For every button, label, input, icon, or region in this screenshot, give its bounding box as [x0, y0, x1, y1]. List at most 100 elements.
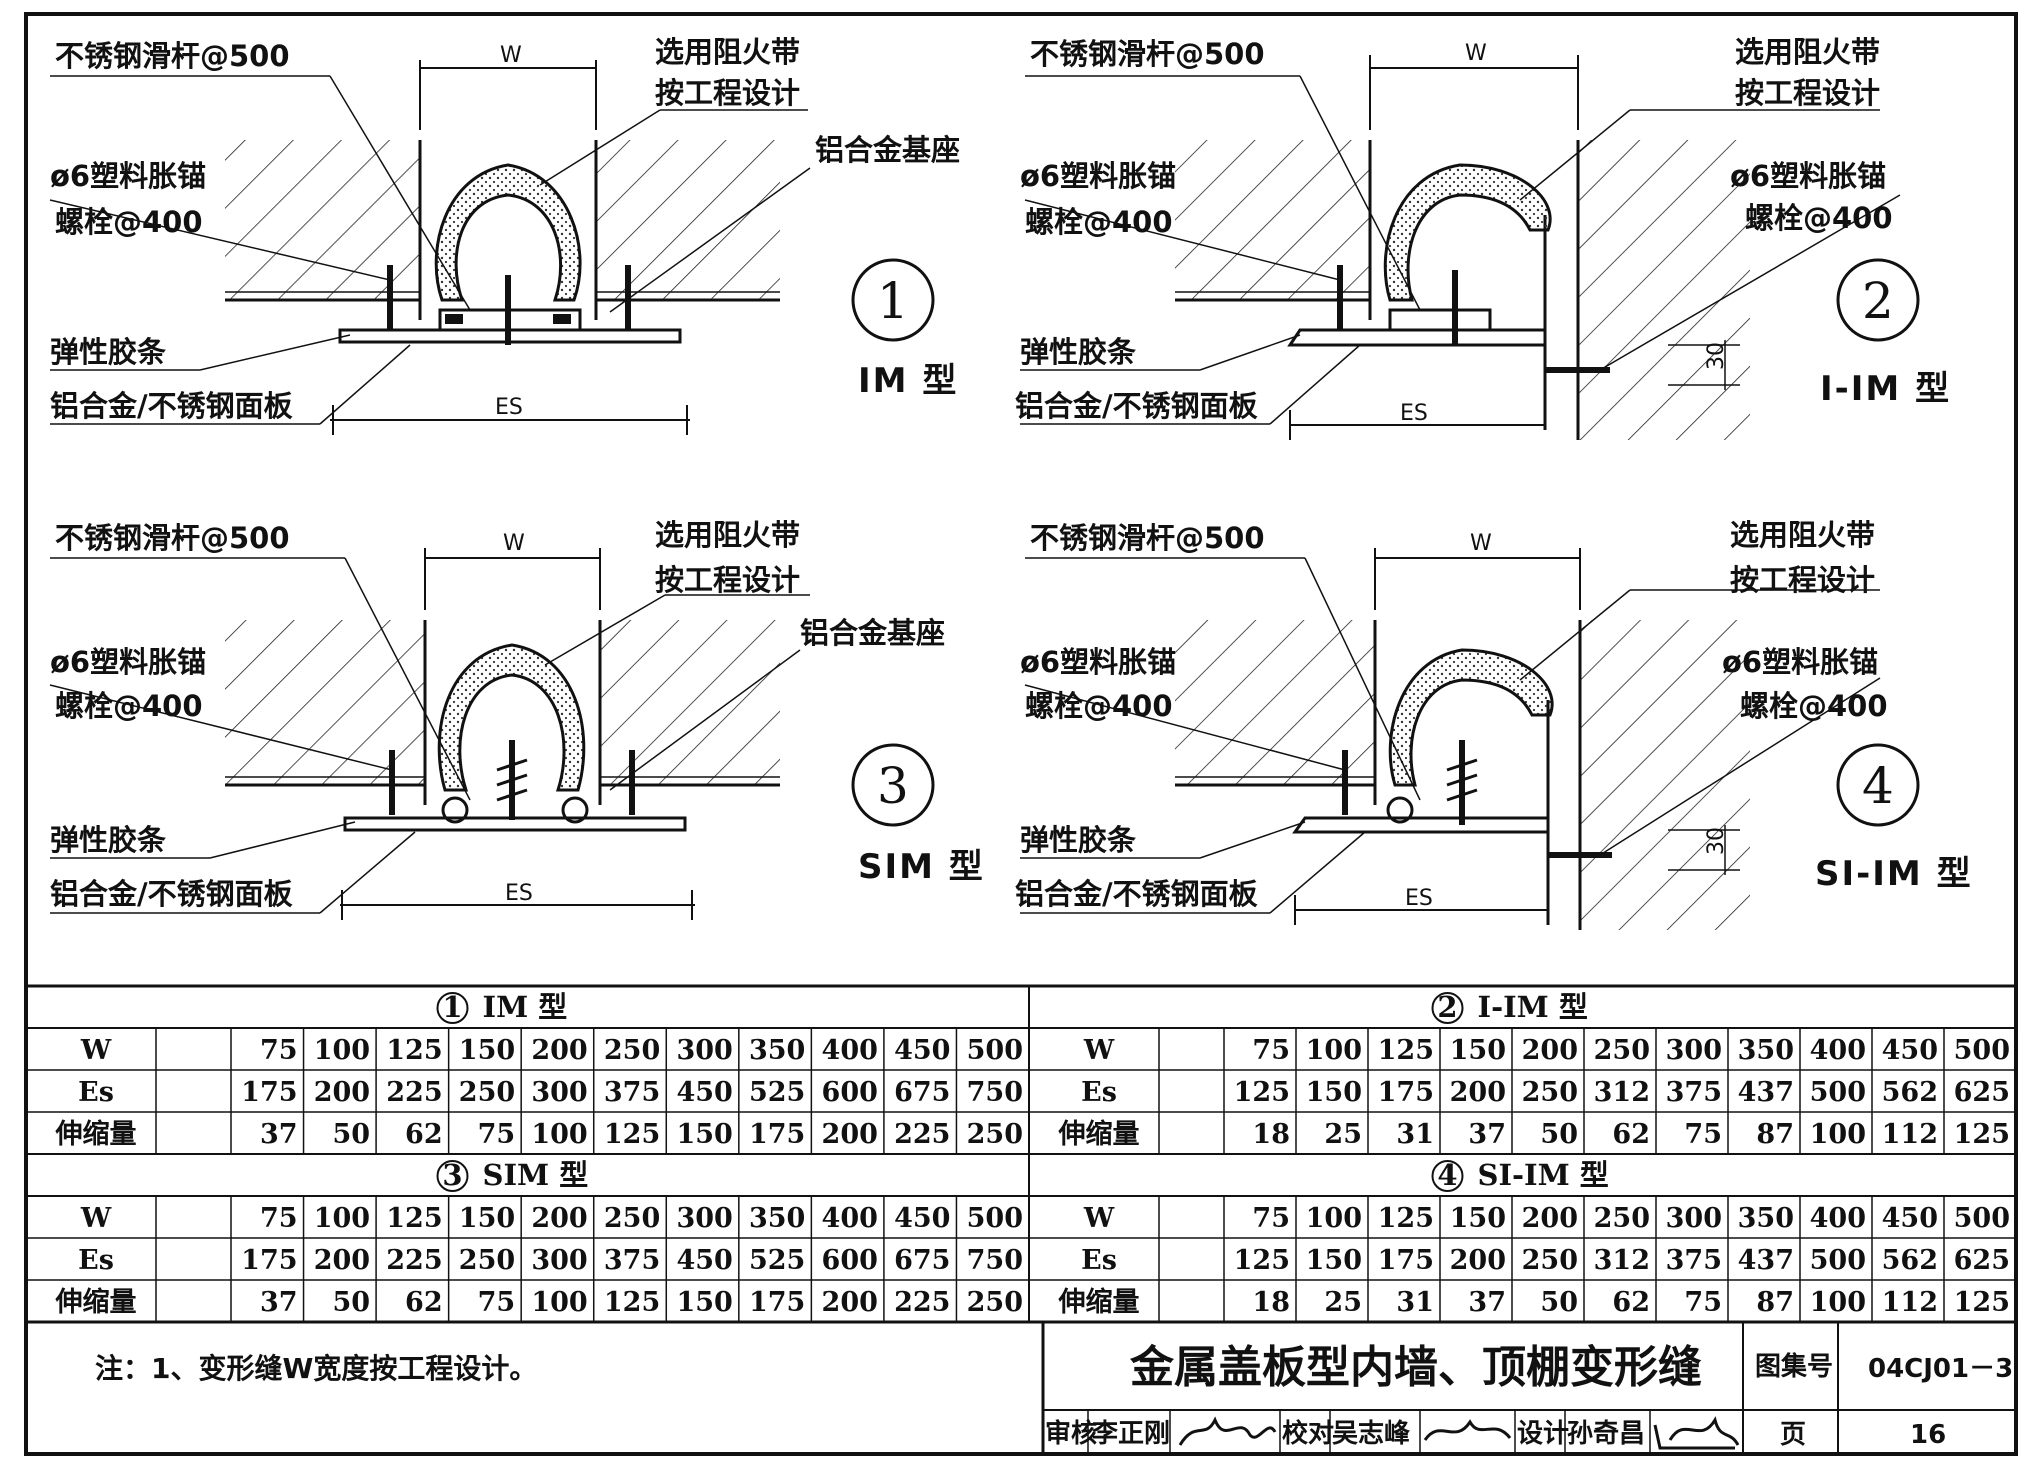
- table-3-cell: 125: [604, 1287, 660, 1318]
- table-1-cell: 75: [260, 1035, 298, 1066]
- d2-top-right-label-1: 选用阻火带: [1735, 35, 1880, 69]
- table-1-cell: 250: [967, 1119, 1023, 1150]
- table-4-cell: 150: [1306, 1245, 1362, 1276]
- table-3-row-label: Es: [78, 1245, 114, 1276]
- table-1-cell: 300: [531, 1077, 587, 1108]
- table-4-cell: 500: [1810, 1245, 1866, 1276]
- table-3-cell: 175: [749, 1287, 805, 1318]
- table-3-cell: 600: [822, 1245, 878, 1276]
- note-text: 注：1、变形缝W宽度按工程设计。: [95, 1352, 537, 1385]
- d2-right-anchor-label-1: ø6塑料胀锚: [1730, 159, 1886, 193]
- table-3-cell: 200: [314, 1245, 370, 1276]
- table-3-cell: 200: [822, 1287, 878, 1318]
- d2-top-right-label-2: 按工程设计: [1735, 76, 1880, 110]
- detail-3-circle: [851, 743, 935, 827]
- d4-anchor-label-1: ø6塑料胀锚: [1020, 645, 1176, 679]
- d4-30-dim: 30: [1704, 827, 1729, 855]
- table-1-cell: 600: [822, 1077, 878, 1108]
- detail-2-iim: [1020, 55, 1920, 440]
- d4-right-anchor-label-1: ø6塑料胀锚: [1722, 645, 1878, 679]
- d4-es-dim: ES: [1405, 886, 1433, 911]
- table-1-cell: 200: [314, 1077, 370, 1108]
- d1-anchor-label-2: 螺栓@400: [55, 205, 203, 239]
- table-2-cell: 150: [1450, 1035, 1506, 1066]
- page-number: 16: [1910, 1420, 1946, 1450]
- table-1-cell: 450: [676, 1077, 732, 1108]
- table-3-cell: 125: [386, 1203, 442, 1234]
- table-4-cell: 312: [1594, 1245, 1650, 1276]
- d2-anchor-label-1: ø6塑料胀锚: [1020, 159, 1176, 193]
- table-3-cell: 300: [531, 1245, 587, 1276]
- d3-top-left-label: 不锈钢滑杆@500: [55, 521, 290, 555]
- table-4-circle: [1431, 1160, 1464, 1192]
- d2-top-left-label: 不锈钢滑杆@500: [1030, 37, 1265, 71]
- table-2-cell: 25: [1324, 1119, 1362, 1150]
- table-1-circle: [436, 992, 469, 1024]
- table-4-cell: 450: [1882, 1203, 1938, 1234]
- table-3-cell: 225: [386, 1245, 442, 1276]
- table-2-cell: 75: [1252, 1035, 1290, 1066]
- table-3-cell: 350: [749, 1203, 805, 1234]
- table-2-cell: 62: [1612, 1119, 1650, 1150]
- table-3-cell: 75: [260, 1203, 298, 1234]
- table-4-cell: 250: [1594, 1203, 1650, 1234]
- table-2-cell: 625: [1954, 1077, 2010, 1108]
- d4-right-anchor-label-2: 螺栓@400: [1740, 689, 1888, 723]
- table-4-cell: 125: [1954, 1287, 2010, 1318]
- table-1-cell: 300: [676, 1035, 732, 1066]
- table-4-cell: 375: [1666, 1245, 1722, 1276]
- table-3-cell: 400: [822, 1203, 878, 1234]
- table-3-cell: 250: [967, 1287, 1023, 1318]
- d3-anchor-label-1: ø6塑料胀锚: [50, 645, 206, 679]
- table-4-cell: 75: [1252, 1203, 1290, 1234]
- table-2-cell: 125: [1234, 1077, 1290, 1108]
- table-4-cell: 150: [1450, 1203, 1506, 1234]
- table-3-row-label: 伸缩量: [55, 1286, 137, 1318]
- table-2-cell: 150: [1306, 1077, 1362, 1108]
- table-2-cell: 437: [1738, 1077, 1794, 1108]
- table-4-cell: 31: [1396, 1287, 1434, 1318]
- table-2-cell: 400: [1810, 1035, 1866, 1066]
- d4-panel-label: 铝合金/不锈钢面板: [1015, 877, 1259, 911]
- detail-4-circle: [1836, 743, 1920, 827]
- table-3-number: 3: [442, 1158, 462, 1192]
- d1-top-right-label-1: 选用阻火带: [655, 35, 800, 69]
- table-1-row-label: W: [80, 1035, 112, 1066]
- detail-1-circle: [851, 258, 935, 342]
- table-1-cell: 37: [260, 1119, 298, 1150]
- table-1-cell: 175: [241, 1077, 297, 1108]
- d2-anchor-label-2: 螺栓@400: [1025, 205, 1173, 239]
- d2-right-anchor-label-2: 螺栓@400: [1745, 201, 1893, 235]
- table-1-cell: 200: [822, 1119, 878, 1150]
- review-label: 审核: [1045, 1418, 1097, 1449]
- table-3-cell: 175: [241, 1245, 297, 1276]
- table-4-title: SI-IM 型: [1478, 1158, 1609, 1192]
- table-3-cell: 50: [333, 1287, 371, 1318]
- table-2-cell: 125: [1378, 1035, 1434, 1066]
- table-3-cell: 500: [967, 1203, 1023, 1234]
- table-2-cell: 100: [1306, 1035, 1362, 1066]
- table-2-cell: 375: [1666, 1077, 1722, 1108]
- d3-w-dim: W: [503, 531, 525, 556]
- table-4-cell: 112: [1882, 1287, 1938, 1318]
- d1-type-label: IM 型: [858, 361, 958, 401]
- designer-name: 孙奇昌: [1567, 1419, 1645, 1449]
- table-4-cell: 400: [1810, 1203, 1866, 1234]
- table-1-cell: 375: [604, 1077, 660, 1108]
- d4-top-right-label-2: 按工程设计: [1730, 563, 1875, 597]
- table-2-cell: 31: [1396, 1119, 1434, 1150]
- table-2-cell: 100: [1810, 1119, 1866, 1150]
- reviewer-signature: [1178, 1416, 1277, 1446]
- table-1-number: 1: [442, 990, 462, 1024]
- table-1-cell: 250: [459, 1077, 515, 1108]
- table-1-cell: 525: [749, 1077, 805, 1108]
- table-2-cell: 200: [1522, 1035, 1578, 1066]
- d2-es-dim: ES: [1400, 401, 1428, 426]
- table-4-cell: 300: [1666, 1203, 1722, 1234]
- table-4-cell: 100: [1306, 1203, 1362, 1234]
- table-3-cell: 375: [604, 1245, 660, 1276]
- table-3-cell: 250: [604, 1203, 660, 1234]
- table-2-cell: 300: [1666, 1035, 1722, 1066]
- table-2-cell: 50: [1540, 1119, 1578, 1150]
- table-1-cell: 350: [749, 1035, 805, 1066]
